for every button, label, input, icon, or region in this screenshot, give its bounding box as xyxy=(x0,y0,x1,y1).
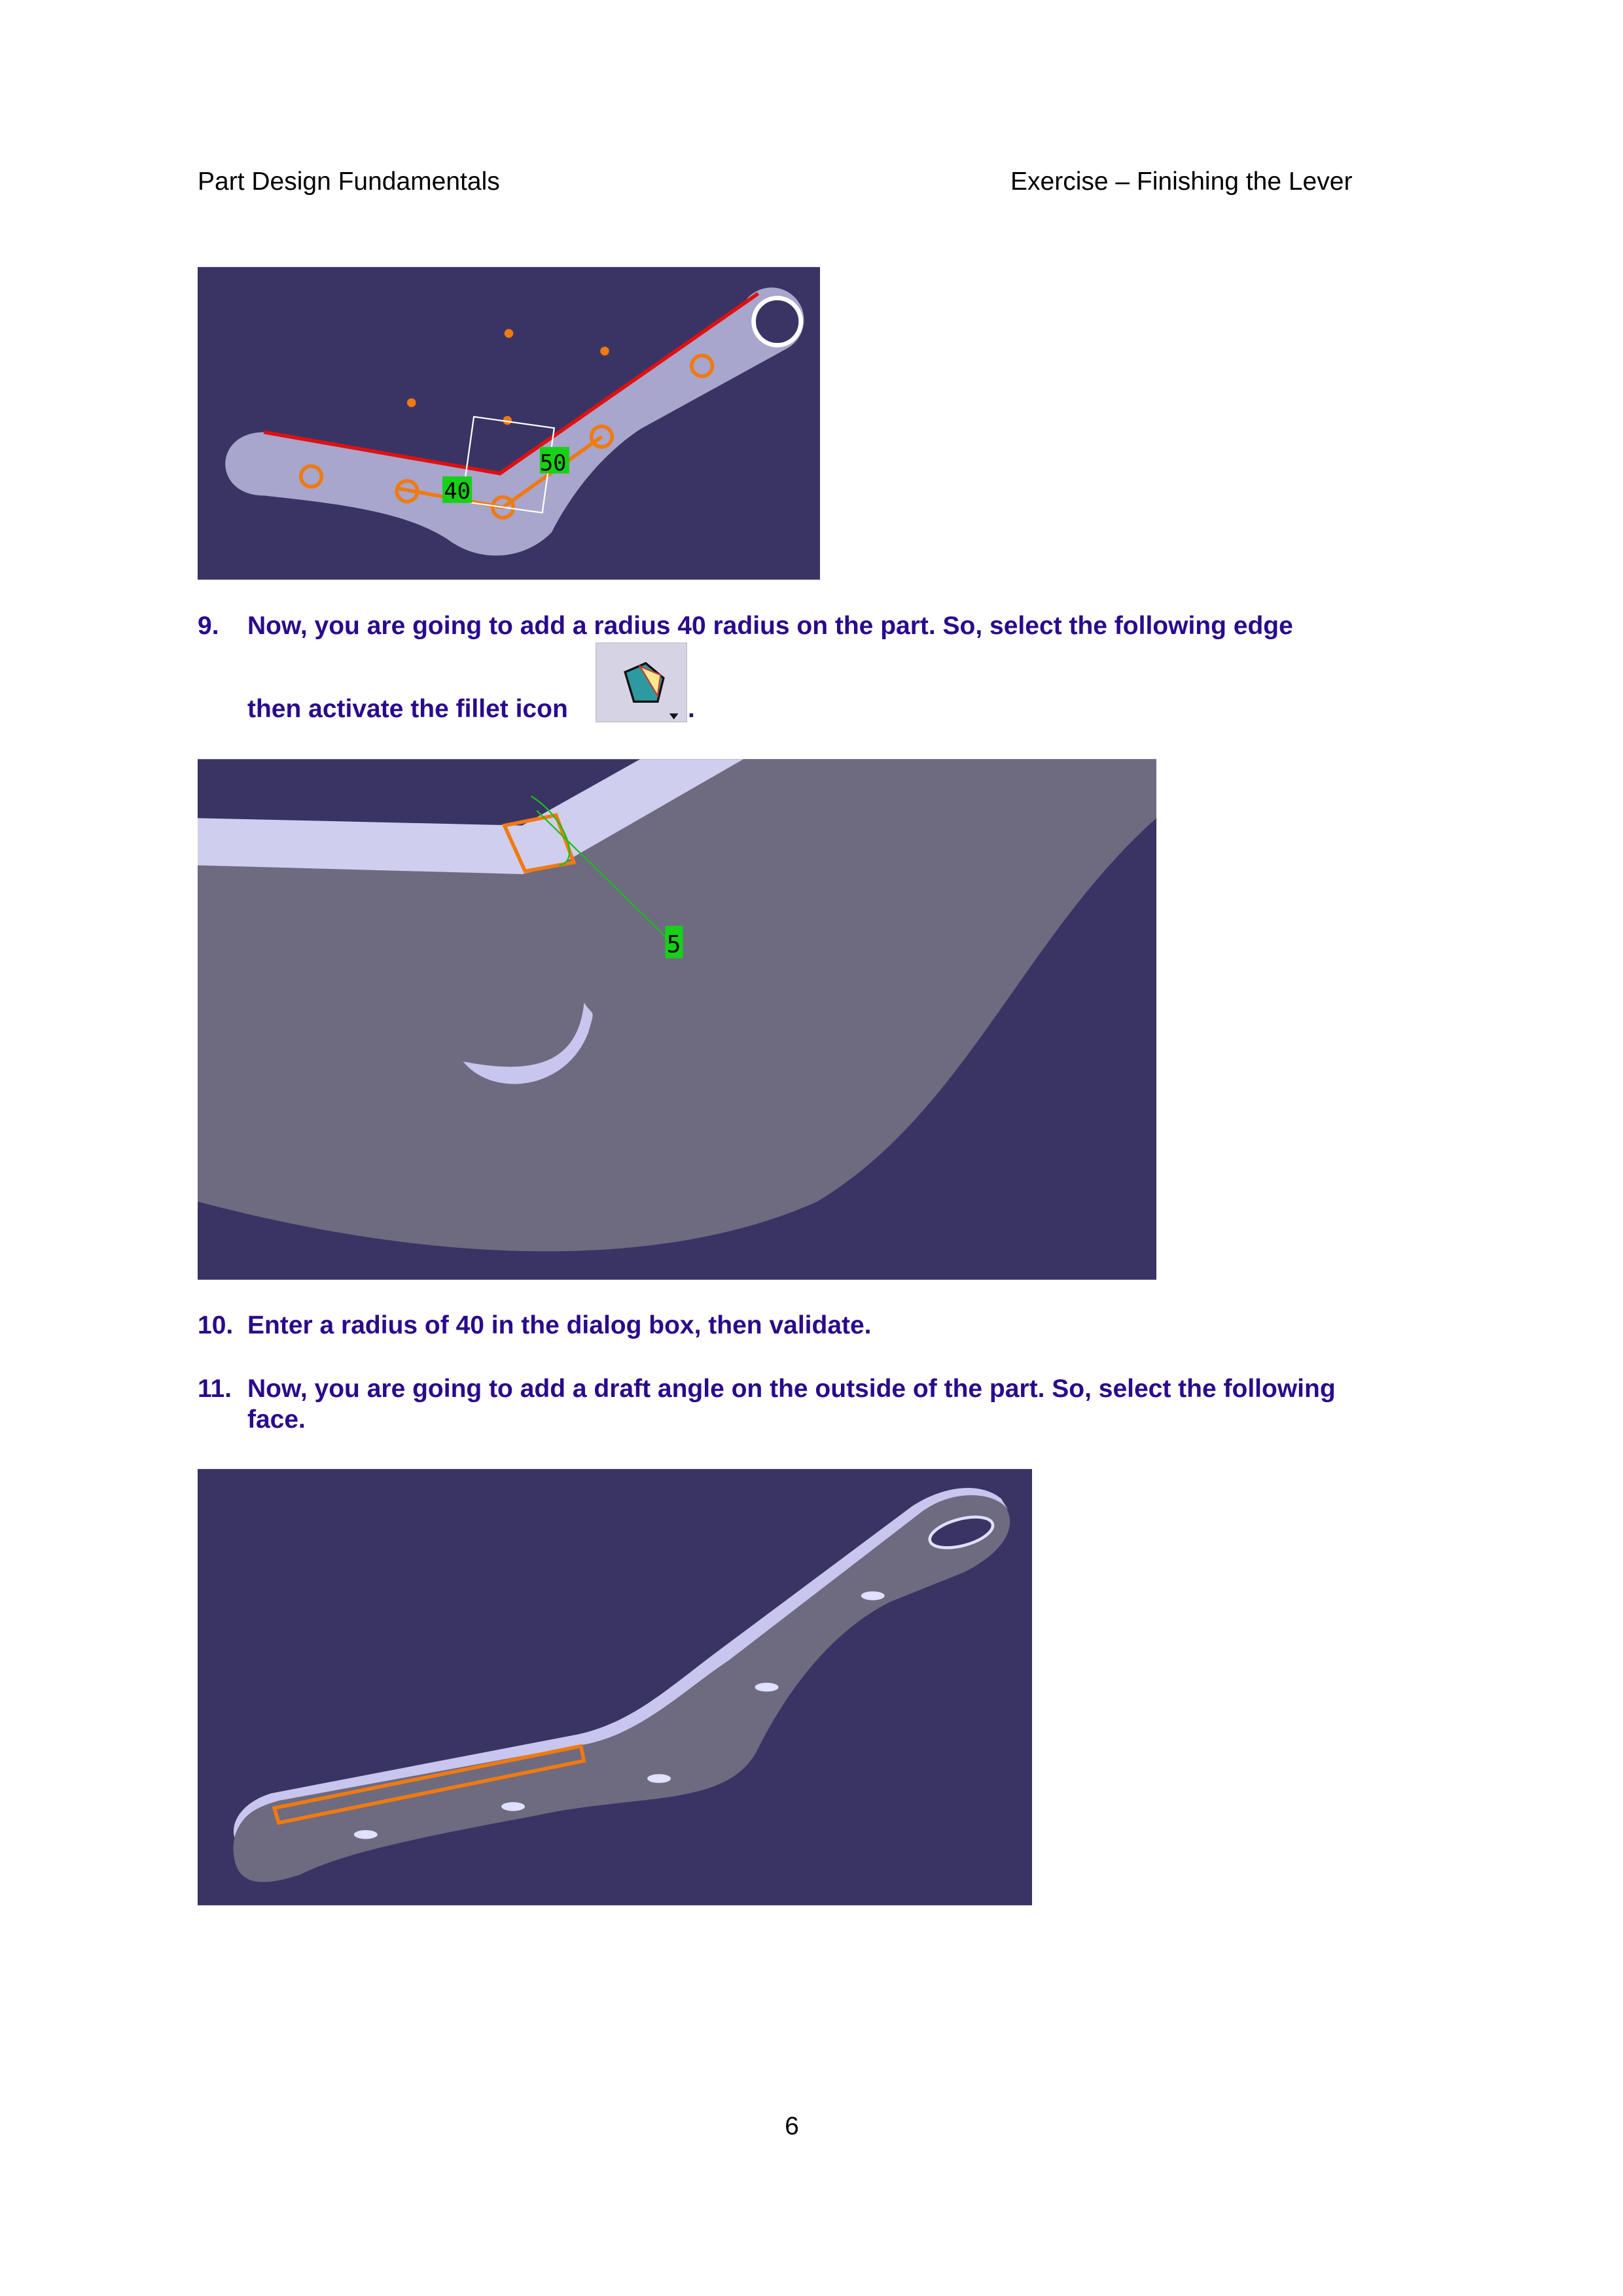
step-number: 10. xyxy=(198,1311,234,1339)
step-text: Enter a radius of 40 in the dialog box, … xyxy=(247,1311,872,1339)
selected-face xyxy=(272,1744,586,1826)
step-text-line1: Now, you are going to add a draft angle … xyxy=(247,1375,1336,1403)
selected-edge xyxy=(263,292,759,476)
header-left: Part Design Fundamentals xyxy=(198,168,500,196)
dimension-label-5: 5 xyxy=(667,930,681,958)
figure-draft-face xyxy=(198,1469,1032,1905)
step-9: 9. Now, you are going to add a radius 40… xyxy=(198,610,1623,728)
header-right: Exercise – Finishing the Lever xyxy=(1010,168,1353,196)
lever-face xyxy=(198,759,1156,1252)
lever-top-edge xyxy=(198,759,743,874)
step-text-line2: then activate the fillet icon xyxy=(247,695,568,723)
step-text-line2: face. xyxy=(247,1405,306,1434)
step-10: 10. Enter a radius of 40 in the dialog b… xyxy=(198,1310,1623,1343)
step-number: 11. xyxy=(198,1375,232,1403)
page-number: 6 xyxy=(785,2112,799,2140)
lever-body xyxy=(233,1493,1010,1882)
step-number: 9. xyxy=(198,612,219,640)
dimension-label-50: 50 xyxy=(540,450,567,476)
step-suffix: . xyxy=(688,695,695,723)
dimension-label-40: 40 xyxy=(444,478,471,504)
step-text-line1: Now, you are going to add a radius 40 ra… xyxy=(247,612,1293,640)
fillet-icon[interactable] xyxy=(596,643,687,722)
step-11: 11. Now, you are going to add a draft an… xyxy=(198,1373,1623,1439)
selected-edge xyxy=(501,813,577,874)
figure-fillet-edge: 5 xyxy=(198,759,1156,1280)
lever-shape xyxy=(225,287,804,556)
figure-lever-sketch: 40 50 xyxy=(198,267,820,580)
